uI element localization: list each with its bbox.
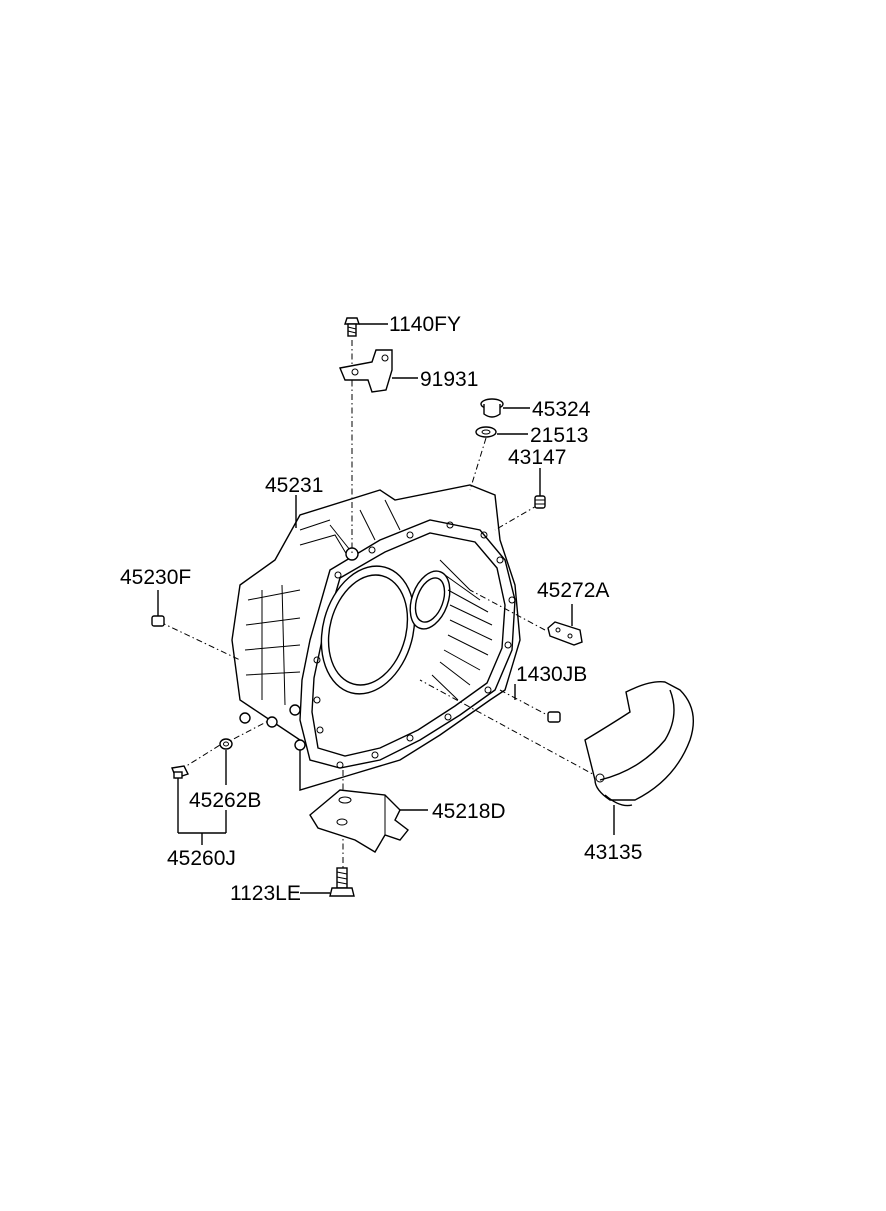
label-45218d: 45218D xyxy=(432,800,506,823)
plug-45324 xyxy=(480,398,530,418)
label-45262b: 45262B xyxy=(189,789,261,812)
seal-45262b xyxy=(219,738,233,785)
label-45231: 45231 xyxy=(265,474,323,497)
bracket-45272a xyxy=(547,604,583,646)
part-labels: 1140FY 91931 45324 21513 43147 45231 452… xyxy=(120,313,642,905)
pin-1430jb xyxy=(514,684,561,723)
label-43147: 43147 xyxy=(508,446,566,469)
bolt-1140fy xyxy=(344,317,388,337)
label-1140fy: 1140FY xyxy=(389,313,461,336)
bracket-91931 xyxy=(339,349,418,393)
pin-45230f xyxy=(151,590,165,627)
label-1430jb: 1430JB xyxy=(516,663,587,686)
bracket-45218d xyxy=(309,789,428,853)
plug-45260j xyxy=(171,765,227,845)
label-45230f: 45230F xyxy=(120,566,191,589)
plug-43147 xyxy=(534,468,546,509)
washer-21513 xyxy=(475,426,528,438)
label-43135: 43135 xyxy=(584,841,642,864)
label-45272a: 45272A xyxy=(537,579,609,602)
label-45260j: 45260J xyxy=(167,847,236,870)
label-91931: 91931 xyxy=(420,368,478,391)
transaxle-case-housing xyxy=(231,484,521,791)
bolt-1123le xyxy=(300,867,355,897)
cover-43135 xyxy=(584,681,694,835)
label-1123le: 1123LE xyxy=(230,882,301,905)
label-21513: 21513 xyxy=(530,424,588,447)
label-45324: 45324 xyxy=(532,398,591,421)
